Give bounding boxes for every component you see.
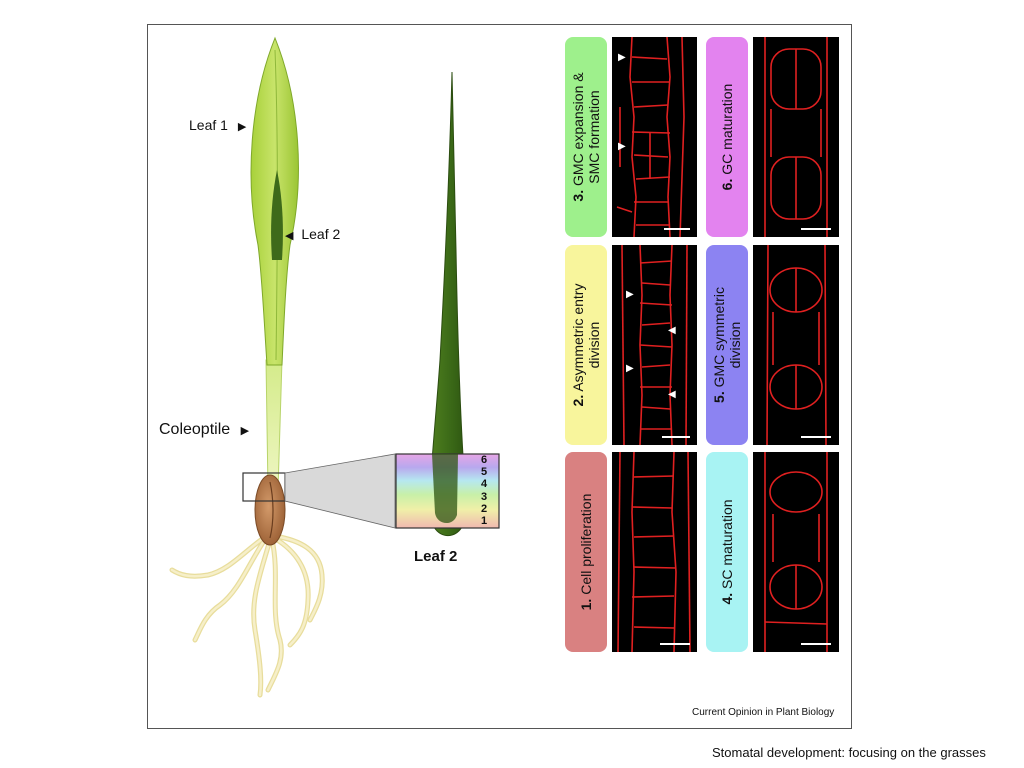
arrowhead-icon: ◀ xyxy=(668,325,676,336)
micrograph-stage-1 xyxy=(612,452,697,652)
coleoptile-label: Coleoptile ▶ xyxy=(159,421,250,438)
stage-tab-1: 1. Cell proliferation xyxy=(565,452,607,652)
leaf-2-large xyxy=(429,71,467,537)
micrograph-stage-3: ▶ ▶ xyxy=(612,37,697,237)
zone-number-1: 1 xyxy=(481,515,488,527)
seedling-illustration xyxy=(169,36,467,698)
zone-number-5: 5 xyxy=(481,466,488,478)
micrograph-stage-4 xyxy=(753,452,839,652)
roots xyxy=(169,532,325,698)
arrow-right-icon: ▶ xyxy=(240,425,250,437)
arrowhead-icon: ▶ xyxy=(626,289,634,300)
zone-number-2: 2 xyxy=(481,503,488,515)
stage-tab-4: 4. SC maturation xyxy=(706,452,748,652)
journal-credit: Current Opinion in Plant Biology xyxy=(692,707,835,718)
zone-number-6: 6 xyxy=(481,454,488,466)
slide-caption: Stomatal development: focusing on the gr… xyxy=(712,745,986,760)
micrograph-stage-2: ▶ ◀ ▶ ◀ xyxy=(612,245,697,445)
micrograph-stage-6 xyxy=(753,37,839,237)
arrow-left-icon: ◀ xyxy=(285,230,294,242)
arrowhead-icon: ▶ xyxy=(618,141,626,152)
arrowhead-icon: ▶ xyxy=(618,52,626,63)
seed xyxy=(254,474,286,546)
zone-number-3: 3 xyxy=(481,491,488,503)
arrow-right-icon: ▶ xyxy=(237,121,247,133)
stage-tab-3: 3. GMC expansion &SMC formation xyxy=(565,37,607,237)
leaf-2-label: ◀ Leaf 2 xyxy=(285,226,341,242)
inset-title: Leaf 2 xyxy=(414,548,458,565)
zone-inset xyxy=(395,453,500,529)
scale-bar xyxy=(664,228,690,230)
arrowhead-icon: ▶ xyxy=(626,363,634,374)
coleoptile xyxy=(265,359,283,491)
stage-tab-6: 6. GC maturation xyxy=(706,37,748,237)
scale-bar xyxy=(801,643,831,645)
leaf-2-inner xyxy=(271,170,283,260)
scale-bar xyxy=(801,436,831,438)
zone-number-4: 4 xyxy=(481,478,488,490)
zoom-funnel xyxy=(284,453,396,529)
scale-bar xyxy=(801,228,831,230)
arrowhead-icon: ◀ xyxy=(668,389,676,400)
leaf-1-label: Leaf 1 ▶ xyxy=(189,117,247,133)
micrograph-stage-5 xyxy=(753,245,839,445)
scale-bar xyxy=(660,643,690,645)
scale-bar xyxy=(662,436,690,438)
